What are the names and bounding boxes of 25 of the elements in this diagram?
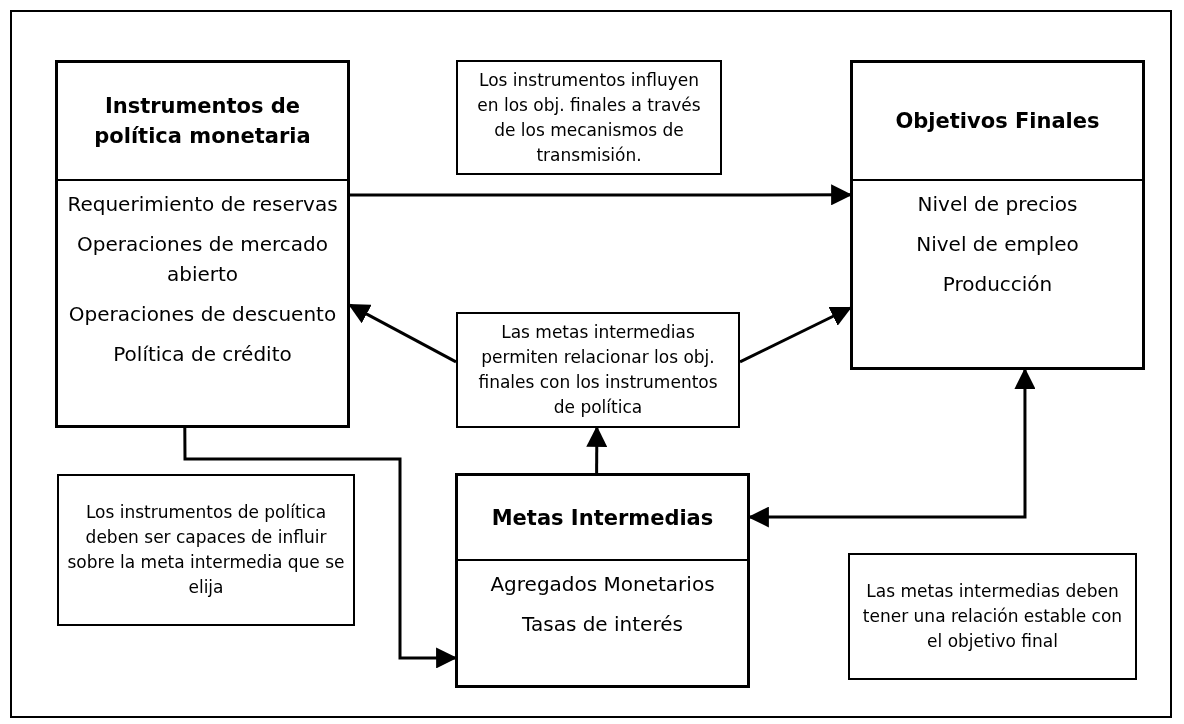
note-text: Los instrumentos influyen en los obj. finales a través de los mecanismos de transmisión. (476, 68, 702, 167)
note-box (456, 60, 722, 175)
note-text: Las metas intermedias permiten relacionar los obj. finales con los instrumentos de política (477, 321, 719, 419)
list-item: Nivel de empleo (916, 231, 1079, 258)
note-box (848, 553, 1137, 680)
arrow (348, 303, 457, 364)
note-text: Las metas intermedias deben tener una relación estable con el objetivo final (861, 580, 1124, 653)
list-item: Política de crédito (113, 341, 292, 368)
list-item: Tasas de interés (522, 611, 683, 638)
list-item: Producción (942, 271, 1053, 298)
list-item: Requerimiento de reservas (67, 191, 338, 218)
list-item: Operaciones de mercado abierto (76, 231, 329, 288)
note-box (456, 312, 740, 428)
titled-box (55, 60, 350, 428)
titled-box (850, 60, 1145, 370)
list-item: Agregados Monetarios (490, 571, 715, 598)
box-heading: Metas Intermedias (491, 504, 714, 532)
note-text: Los instrumentos de política deben ser capaces de influir sobre la meta intermedia que se elija (67, 501, 345, 599)
list-item: Nivel de precios (917, 191, 1078, 218)
list-item: Operaciones de descuento (68, 301, 337, 328)
note-box (57, 474, 355, 626)
box-heading: Objetivos Finales (895, 108, 1100, 135)
arrow (739, 306, 852, 364)
titled-box (455, 473, 750, 688)
box-heading: Instrumentos de política monetaria (93, 93, 312, 150)
